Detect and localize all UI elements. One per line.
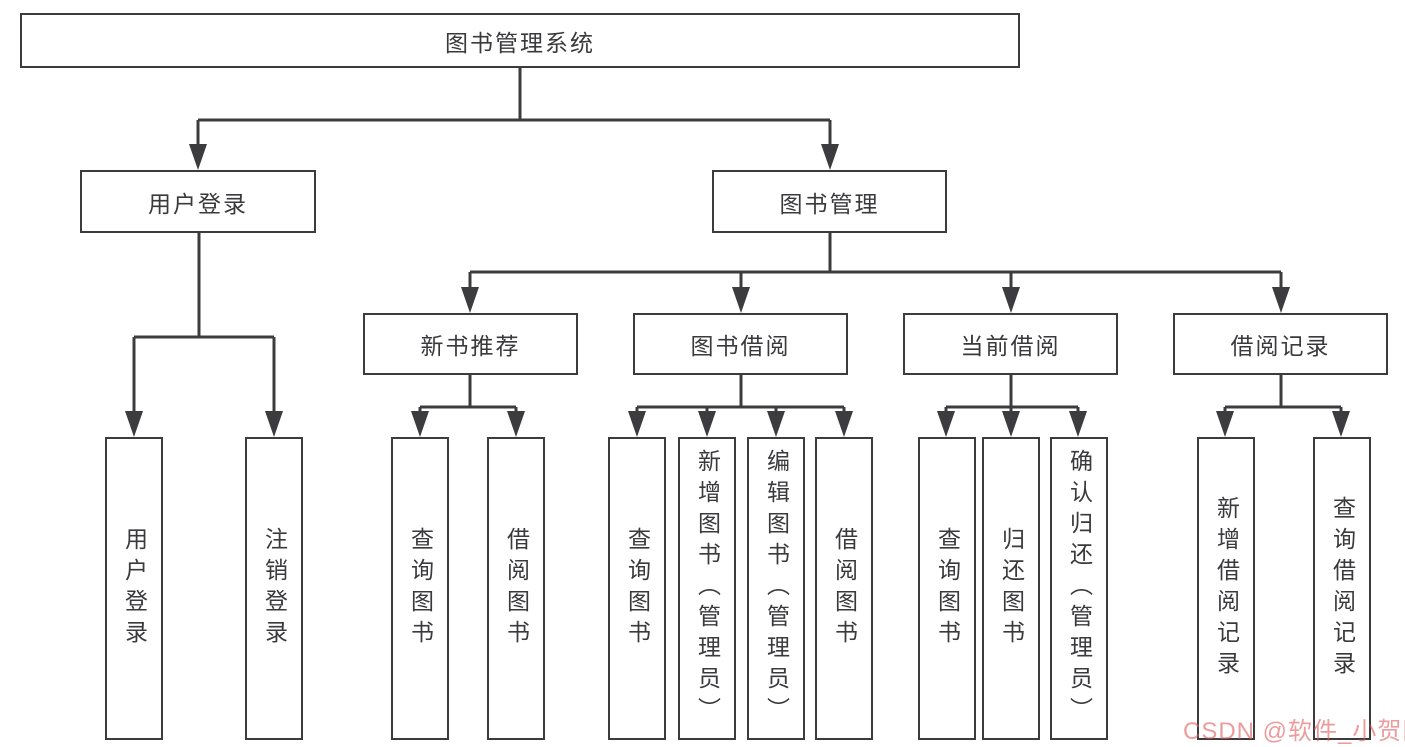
node-label: 查询图书 (407, 526, 434, 651)
leaf-query-books-current: 查询图书 (918, 437, 976, 740)
leaf-confirm-return-admin: 确认归还（管理员） (1050, 437, 1108, 740)
node-label: 查询借阅记录 (1329, 495, 1356, 682)
node-label: 新书推荐 (420, 333, 521, 359)
node-label: 借阅记录 (1230, 333, 1331, 359)
node-borrowing-records: 借阅记录 (1173, 313, 1388, 375)
node-label: 归还图书 (998, 526, 1025, 651)
node-user-login: 用户登录 (80, 170, 316, 233)
leaf-user-login: 用户登录 (105, 437, 163, 740)
node-label: 确认归还（管理员） (1066, 449, 1093, 728)
leaf-borrow-books: 借阅图书 (815, 437, 873, 740)
node-label: 借阅图书 (831, 526, 858, 651)
node-label: 查询图书 (624, 526, 651, 651)
leaf-return-books: 归还图书 (982, 437, 1040, 740)
node-label: 用户登录 (148, 190, 248, 217)
node-book-management: 图书管理 (712, 170, 947, 233)
node-label: 编辑图书（管理员） (763, 449, 790, 728)
leaf-edit-books-admin: 编辑图书（管理员） (747, 437, 805, 740)
leaf-logout: 注销登录 (245, 437, 303, 740)
node-label: 注销登录 (261, 526, 288, 651)
node-label: 新增图书（管理员） (694, 449, 721, 728)
watermark: CSDN @软件_小贺同学 (1183, 718, 1405, 745)
node-label: 查询图书 (934, 526, 961, 651)
node-label: 借阅图书 (503, 526, 530, 651)
node-label: 新增借阅记录 (1213, 495, 1240, 682)
node-label: 图书管理 (779, 190, 880, 217)
leaf-query-books-recommend: 查询图书 (391, 437, 449, 740)
node-label: 图书管理系统 (445, 29, 595, 56)
leaf-query-books-borrowing: 查询图书 (608, 437, 666, 740)
node-book-borrowing: 图书借阅 (633, 313, 848, 375)
arrowheads (125, 144, 1350, 437)
node-label: 用户登录 (121, 526, 148, 651)
node-label: 图书借阅 (690, 333, 791, 359)
node-current-borrowing: 当前借阅 (903, 313, 1118, 375)
leaf-borrow-books-recommend: 借阅图书 (487, 437, 545, 740)
leaf-add-borrow-record: 新增借阅记录 (1197, 437, 1255, 740)
node-new-book-recommendation: 新书推荐 (363, 313, 578, 375)
connector-line-path (132, 68, 1343, 413)
node-library-management-system: 图书管理系统 (20, 13, 1020, 68)
leaf-add-books-admin: 新增图书（管理员） (678, 437, 736, 740)
leaf-query-borrow-record: 查询借阅记录 (1313, 437, 1371, 740)
node-label: 当前借阅 (960, 333, 1061, 359)
